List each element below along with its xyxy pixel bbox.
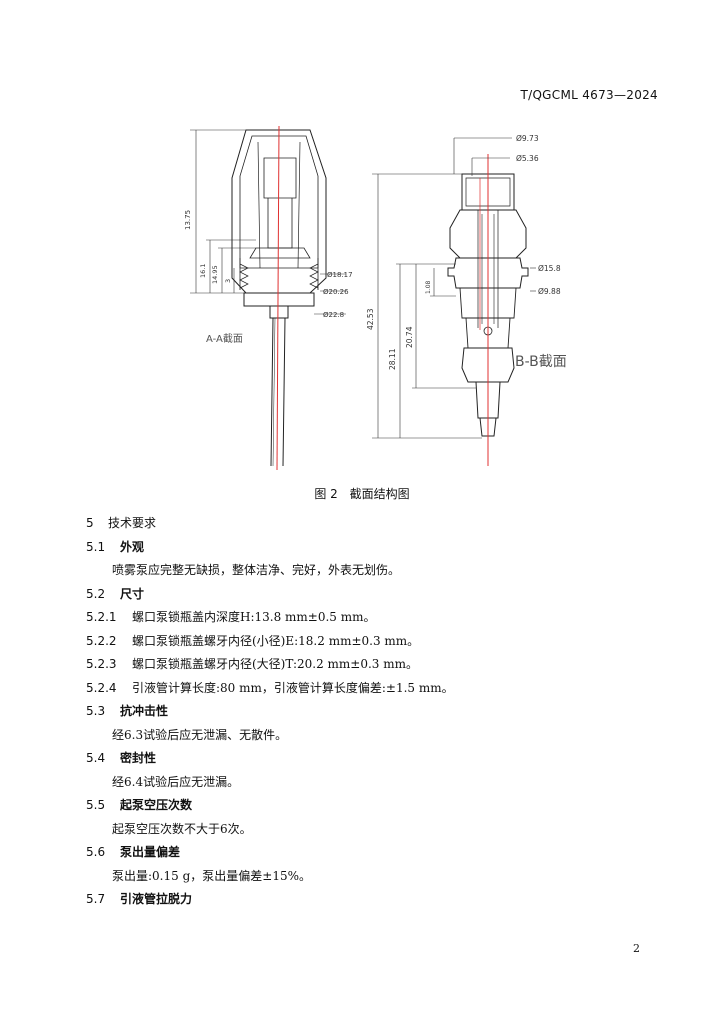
left-view-label: A-A截面 (206, 332, 243, 345)
figure-caption-number: 图 2 (314, 487, 338, 501)
right-dim-h-total: 42.53 (366, 308, 375, 330)
left-dim-d2: 14.95 (211, 265, 219, 284)
right-dim-dia-mid1: Ø15.8 (538, 264, 561, 273)
right-dim-dia-top2: Ø5.36 (516, 154, 539, 163)
clause: 5.2.2 螺口泵锁瓶盖螺牙内径(小径)E:18.2 mm±0.3 mm。 (86, 630, 646, 654)
left-centerline (276, 125, 280, 471)
left-dim-dia3: Ø22.8 (323, 311, 344, 319)
section-heading: 5.7 引液管拉脱力 (86, 888, 646, 912)
standard-code: T/QGCML 4673—2024 (520, 88, 658, 102)
section-text: 密封性 (120, 751, 157, 765)
section-number: 5.7 (86, 892, 106, 906)
section-text: 螺口泵锁瓶盖螺牙内径(小径)E:18.2 mm±0.3 mm。 (132, 633, 420, 648)
paragraph: 起泵空压次数不大于6次。 (112, 821, 252, 836)
section-heading: 5.3 抗冲击性 (86, 700, 646, 724)
right-dim-dia-mid2: Ø9.88 (538, 287, 561, 296)
right-dim-h-a: 28.11 (388, 348, 397, 370)
section-text: 技术要求 (108, 516, 157, 530)
left-dim-d1: 16.1 (199, 264, 207, 278)
figure-caption-title: 截面结构图 (349, 487, 410, 501)
right-dim-dia-top1: Ø9.73 (516, 134, 539, 143)
section-number: 5.2 (86, 586, 106, 601)
section-heading: 5.1 外观 (86, 536, 646, 560)
section-text: 引液管拉脱力 (120, 892, 193, 906)
figure-caption: 图 2 截面结构图 (0, 485, 724, 502)
section-text: 螺口泵锁瓶盖螺牙内径(大径)T:20.2 mm±0.3 mm。 (132, 657, 418, 671)
right-view-label: B-B截面 (515, 354, 567, 370)
section-text: 起泵空压次数 (120, 798, 193, 812)
section-text: 外观 (120, 539, 145, 554)
section-text: 螺口泵锁瓶盖内深度H:13.8 mm±0.5 mm。 (132, 610, 376, 624)
section-text: 泵出量偏差 (120, 845, 181, 859)
section-heading: 5 技术要求 (86, 512, 646, 536)
section-heading: 5.2 尺寸 (86, 583, 646, 607)
section-text: 尺寸 (120, 586, 145, 601)
right-dim-h-b: 20.74 (405, 326, 414, 348)
paragraph: 经6.3试验后应无泄漏、无散件。 (112, 727, 288, 742)
clause: 5.2.3 螺口泵锁瓶盖螺牙内径(大径)T:20.2 mm±0.3 mm。 (86, 653, 646, 677)
section-number: 5.4 (86, 751, 106, 765)
section-heading: 5.4 密封性 (86, 747, 646, 771)
section-number: 5.2.1 (86, 610, 117, 624)
section-text: 抗冲击性 (120, 704, 169, 718)
section-heading: 5.5 起泵空压次数 (86, 794, 646, 818)
section-number: 5.2.4 (86, 680, 117, 695)
section-number: 5 (86, 516, 94, 530)
section-number: 5.1 (86, 539, 106, 554)
section-number: 5.5 (86, 798, 106, 812)
clause: 5.2.1 螺口泵锁瓶盖内深度H:13.8 mm±0.5 mm。 (86, 606, 646, 630)
section-number: 5.2.3 (86, 657, 117, 671)
left-dim-dia2: Ø20.26 (323, 288, 349, 296)
section-text: 引液管计算长度:80 mm，引液管计算长度偏差:±1.5 mm。 (132, 680, 454, 695)
section-heading: 5.6 泵出量偏差 (86, 841, 646, 865)
clause: 5.2.4 引液管计算长度:80 mm，引液管计算长度偏差:±1.5 mm。 (86, 677, 646, 701)
right-section-view (447, 173, 529, 437)
left-dim-dia1: Ø18.17 (327, 271, 353, 279)
left-section-view (231, 129, 327, 467)
section-number: 5.2.2 (86, 633, 117, 648)
paragraph: 喷雾泵应完整无缺损，整体洁净、完好，外表无划伤。 (112, 563, 401, 577)
left-dim-total-height: 13.75 (184, 210, 192, 230)
section-structure-figure: 13.75 16.1 14.95 3 Ø18.17 Ø20.26 Ø22.8 A… (184, 125, 567, 471)
section-number: 5.3 (86, 704, 106, 718)
paragraph: 泵出量:0.15 g，泵出量偏差±15%。 (112, 868, 311, 883)
right-dim-h-c: 1.08 (425, 280, 432, 294)
paragraph: 经6.4试验后应无泄漏。 (112, 774, 240, 789)
section-number: 5.6 (86, 845, 106, 859)
left-dim-d3: 3 (224, 279, 232, 283)
page-number: 2 (633, 942, 640, 955)
